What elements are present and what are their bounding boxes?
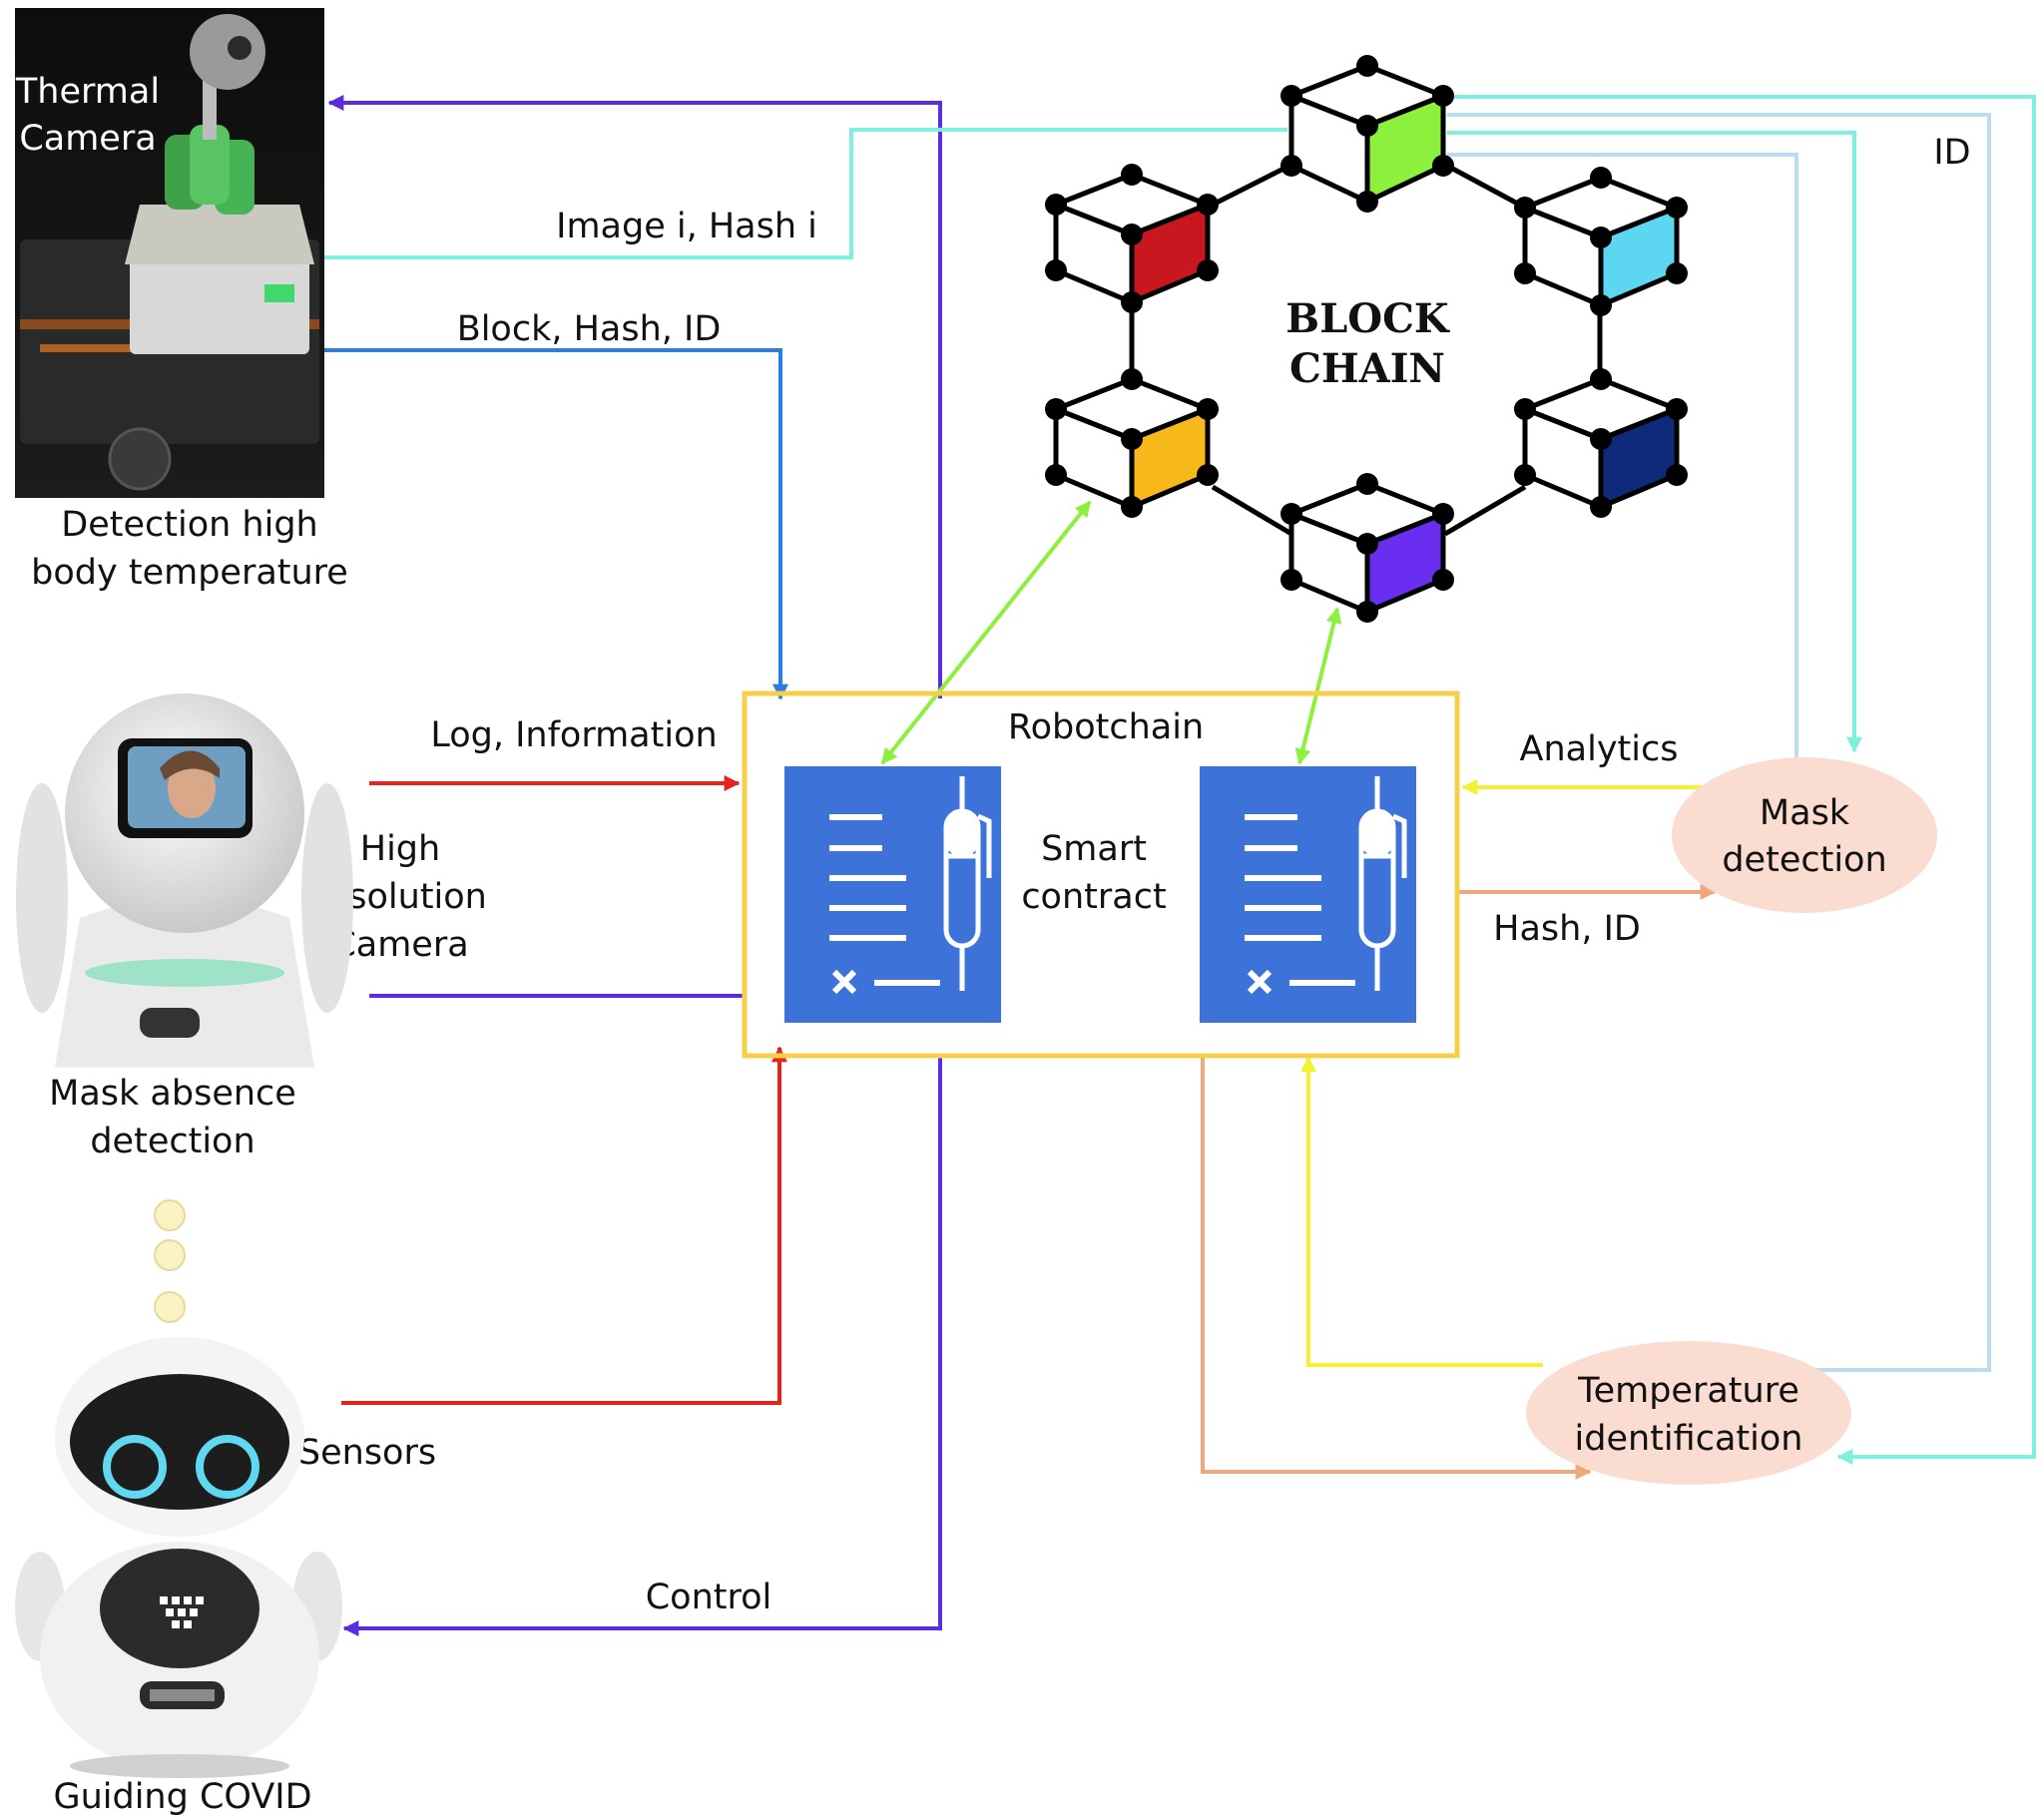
cyan-line-image-hash (324, 128, 1287, 259)
image-hash-label: Image i, Hash i (556, 207, 817, 246)
red-line-sensors (341, 1046, 787, 1405)
block-navy (1514, 368, 1688, 518)
analytics-label: Analytics (1520, 729, 1679, 769)
guiding-covid-label: Guiding COVID (53, 1777, 311, 1817)
mask-detection-node: Mask detection (1672, 757, 1937, 913)
mask-detection-label-line2: detection (1722, 840, 1886, 880)
smart-contract-label-line1: Smart (1041, 829, 1147, 869)
hash-id-label: Hash, ID (1493, 909, 1641, 949)
block-red (1045, 164, 1219, 313)
blue-line-block-hash (324, 348, 788, 700)
temperature-label-line2: identification (1575, 1419, 1803, 1459)
lightblue-line-mask (1447, 153, 1798, 766)
smart-contract-label-line2: contract (1021, 877, 1166, 917)
smart-contract-icon (784, 766, 1001, 1023)
purple-line-thermal (327, 95, 942, 698)
mask-absence-label-line2: detection (90, 1122, 255, 1161)
detection-high-temp-label-line1: Detection high (61, 505, 317, 545)
smart-contract-icon (1200, 766, 1416, 1023)
high-res-camera-label-line3: Camera (331, 925, 468, 965)
mask-absence-label-line1: Mask absence (49, 1074, 296, 1114)
id-label: ID (1933, 133, 1970, 173)
mask-detection-label-line1: Mask (1760, 793, 1850, 833)
yellow-line-temp (1300, 1056, 1543, 1367)
green-line-left (880, 500, 1092, 765)
robotchain-label: Robotchain (1008, 707, 1204, 747)
block-orange (1045, 368, 1219, 518)
temperature-identification-node: Temperature identification (1526, 1341, 1851, 1485)
green-line-right (1294, 607, 1342, 765)
robotchain-box (742, 690, 1460, 1059)
detection-high-temp-label-line2: body temperature (31, 553, 348, 593)
lightblue-line-temp (1447, 113, 1991, 1372)
cyan-line-id (1447, 95, 2036, 1465)
high-res-camera-label-line1: High (360, 829, 440, 869)
guiding-robot-image (15, 1337, 342, 1778)
temperature-label-line1: Temperature (1577, 1371, 1799, 1411)
cyan-line-mask (1447, 131, 1862, 753)
blockchain-icon: BLOCK CHAIN (1045, 55, 1688, 623)
sensors-label: Sensors (298, 1433, 436, 1473)
purple-line-control (342, 1056, 942, 1636)
thermal-camera-label-line2: Camera (19, 119, 156, 159)
thermal-camera-robot-image: Thermal Camera (15, 8, 324, 498)
orange-line-temp (1201, 1056, 1592, 1480)
block-cyan (1514, 167, 1688, 316)
continuation-dots (154, 1199, 186, 1323)
blockchain-label-line1: BLOCK (1285, 295, 1450, 342)
thermal-camera-label-line1: Thermal (15, 72, 160, 112)
blockchain-label-line2: CHAIN (1289, 345, 1445, 392)
block-purple (1280, 473, 1454, 623)
block-hash-id-label: Block, Hash, ID (457, 309, 722, 349)
control-label: Control (646, 1578, 772, 1617)
block-green (1280, 55, 1454, 213)
log-information-label: Log, Information (430, 715, 717, 755)
mask-robot-image (16, 693, 353, 1068)
